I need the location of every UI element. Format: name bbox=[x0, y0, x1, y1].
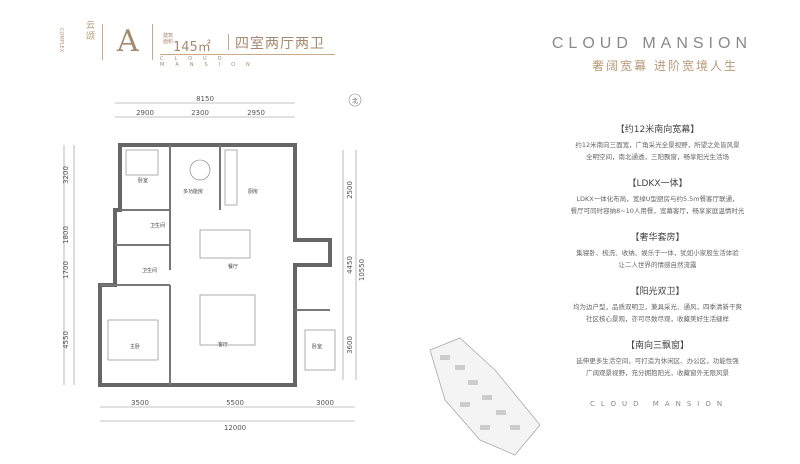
feature-line: 集寝卧、梳洗、收纳、娱乐于一体，犹如小家般生活体验 bbox=[576, 249, 739, 257]
feature-line: 让二人世界的情感自然流露 bbox=[618, 261, 697, 269]
left-dim-3: 1700 bbox=[62, 261, 70, 279]
area-label: 建筑面积 bbox=[163, 33, 174, 45]
room-master: 主卧 bbox=[130, 343, 140, 350]
feature-title: 【约12米南向宽幕】 bbox=[615, 125, 700, 135]
logo-vertical: 云颂 bbox=[84, 20, 94, 42]
feature-line: 餐厅可同时容纳8~10人用餐，宽幕客厅，畅享家庭温情时光 bbox=[570, 207, 745, 215]
slogan: 奢阔宽幕 进阶宽境人生 bbox=[592, 59, 738, 73]
room-kitchen: 厨房 bbox=[248, 188, 258, 195]
feature-line: 广阔观景视野，充分拥抱阳光，收藏窗外无限风景 bbox=[586, 369, 729, 377]
feature-4: 【阳光双卫】 均为边户型，品质双明卫，兼具采光、通风，四季清新干爽 社区核心景观… bbox=[545, 284, 770, 325]
room-bath-1: 卫生间 bbox=[150, 222, 165, 229]
feature-title: 【南向三飘窗】 bbox=[625, 341, 689, 351]
right-dim-1: 2500 bbox=[346, 181, 354, 199]
bottom-dim-3: 3000 bbox=[316, 399, 334, 407]
unit-letter: A bbox=[117, 24, 139, 59]
feature-title: 【阳光双卫】 bbox=[630, 287, 685, 297]
floor-plan: 8150 2900 2300 2950 3500 5500 3000 12000… bbox=[62, 93, 366, 432]
feature-line: LDKX一体化布局，宽绰U型厨房与约5.5m餐客厅联通， bbox=[576, 195, 739, 203]
inner-walls bbox=[100, 145, 330, 385]
room-bedroom-2: 卧室 bbox=[312, 343, 322, 350]
feature-1: 【约12米南向宽幕】 约12米南向三面宽，广角采光全景视野，所望之处皆风景 全明… bbox=[545, 122, 770, 163]
top-total-dim: 8150 bbox=[196, 95, 214, 103]
left-dim-2: 1800 bbox=[62, 226, 70, 244]
north-arrow-icon: 北 bbox=[348, 93, 362, 107]
site-plan-map bbox=[429, 337, 541, 456]
dimension-lines bbox=[63, 102, 357, 422]
top-dim-2: 2300 bbox=[191, 109, 209, 117]
room-bedroom-1: 卧室 bbox=[138, 177, 148, 184]
site-buildings bbox=[440, 355, 520, 430]
divider bbox=[102, 24, 103, 60]
footer-brand: CLOUD MANSION bbox=[590, 400, 729, 408]
walls bbox=[98, 143, 332, 387]
area-value: 145㎡ bbox=[173, 40, 211, 55]
bottom-total-dim: 12000 bbox=[224, 424, 246, 432]
feature-title: 【LDKX一体】 bbox=[627, 179, 688, 189]
furniture bbox=[107, 149, 336, 371]
header: COMPLEX 云颂 A 建筑面积 145㎡ 四室两厅两卫 CLOUD MANS… bbox=[0, 0, 800, 80]
room-living: 客厅 bbox=[218, 341, 228, 348]
divider bbox=[152, 24, 153, 60]
feature-title: 【奢华套房】 bbox=[630, 233, 685, 243]
feature-line: 均为边户型，品质双明卫，兼具采光、通风，四季清新干爽 bbox=[573, 303, 742, 311]
feature-line: 社区核心景观，亦可尽数尽观，收藏美好生活缝样 bbox=[586, 315, 729, 323]
bottom-dim-2: 5500 bbox=[226, 399, 244, 407]
layout-title: 四室两厅两卫 bbox=[235, 36, 325, 52]
right-dim-3: 3600 bbox=[346, 336, 354, 354]
logo-small-text: COMPLEX bbox=[58, 28, 64, 53]
divider bbox=[228, 34, 229, 50]
left-dim-4: 4550 bbox=[62, 331, 70, 349]
feature-2: 【LDKX一体】 LDKX一体化布局，宽绰U型厨房与约5.5m餐客厅联通， 餐厅… bbox=[545, 176, 770, 217]
feature-5: 【南向三飘窗】 延伸更多生活空间，可打造为休闲区、办公区，功能性强 广阔观景视野… bbox=[545, 338, 770, 379]
bottom-dim-1: 3500 bbox=[131, 399, 149, 407]
right-total-dim: 10550 bbox=[358, 259, 366, 281]
rule bbox=[160, 54, 335, 55]
brand-title: CLOUD MANSION bbox=[551, 35, 752, 52]
room-dining: 餐厅 bbox=[228, 263, 238, 270]
left-dim-1: 3200 bbox=[62, 166, 70, 184]
room-multi: 多功能房 bbox=[183, 188, 203, 195]
feature-3: 【奢华套房】 集寝卧、梳洗、收纳、娱乐于一体，犹如小家般生活体验 让二人世界的情… bbox=[545, 230, 770, 271]
feature-line: 约12米南向三面宽，广角采光全景视野，所望之处皆风景 bbox=[575, 141, 740, 149]
top-dim-3: 2950 bbox=[247, 109, 265, 117]
svg-text:北: 北 bbox=[352, 97, 358, 105]
feature-line: 全明空间，南北通透，三阳飘窗，畅享阳光生活场 bbox=[586, 153, 729, 161]
top-dim-1: 2900 bbox=[136, 109, 154, 117]
feature-line: 延伸更多生活空间，可打造为休闲区、办公区，功能性强 bbox=[576, 357, 739, 365]
room-bath-2: 卫生间 bbox=[142, 267, 157, 274]
under-band: CLOUD MANSION bbox=[160, 56, 261, 68]
right-dim-2: 4450 bbox=[346, 256, 354, 274]
